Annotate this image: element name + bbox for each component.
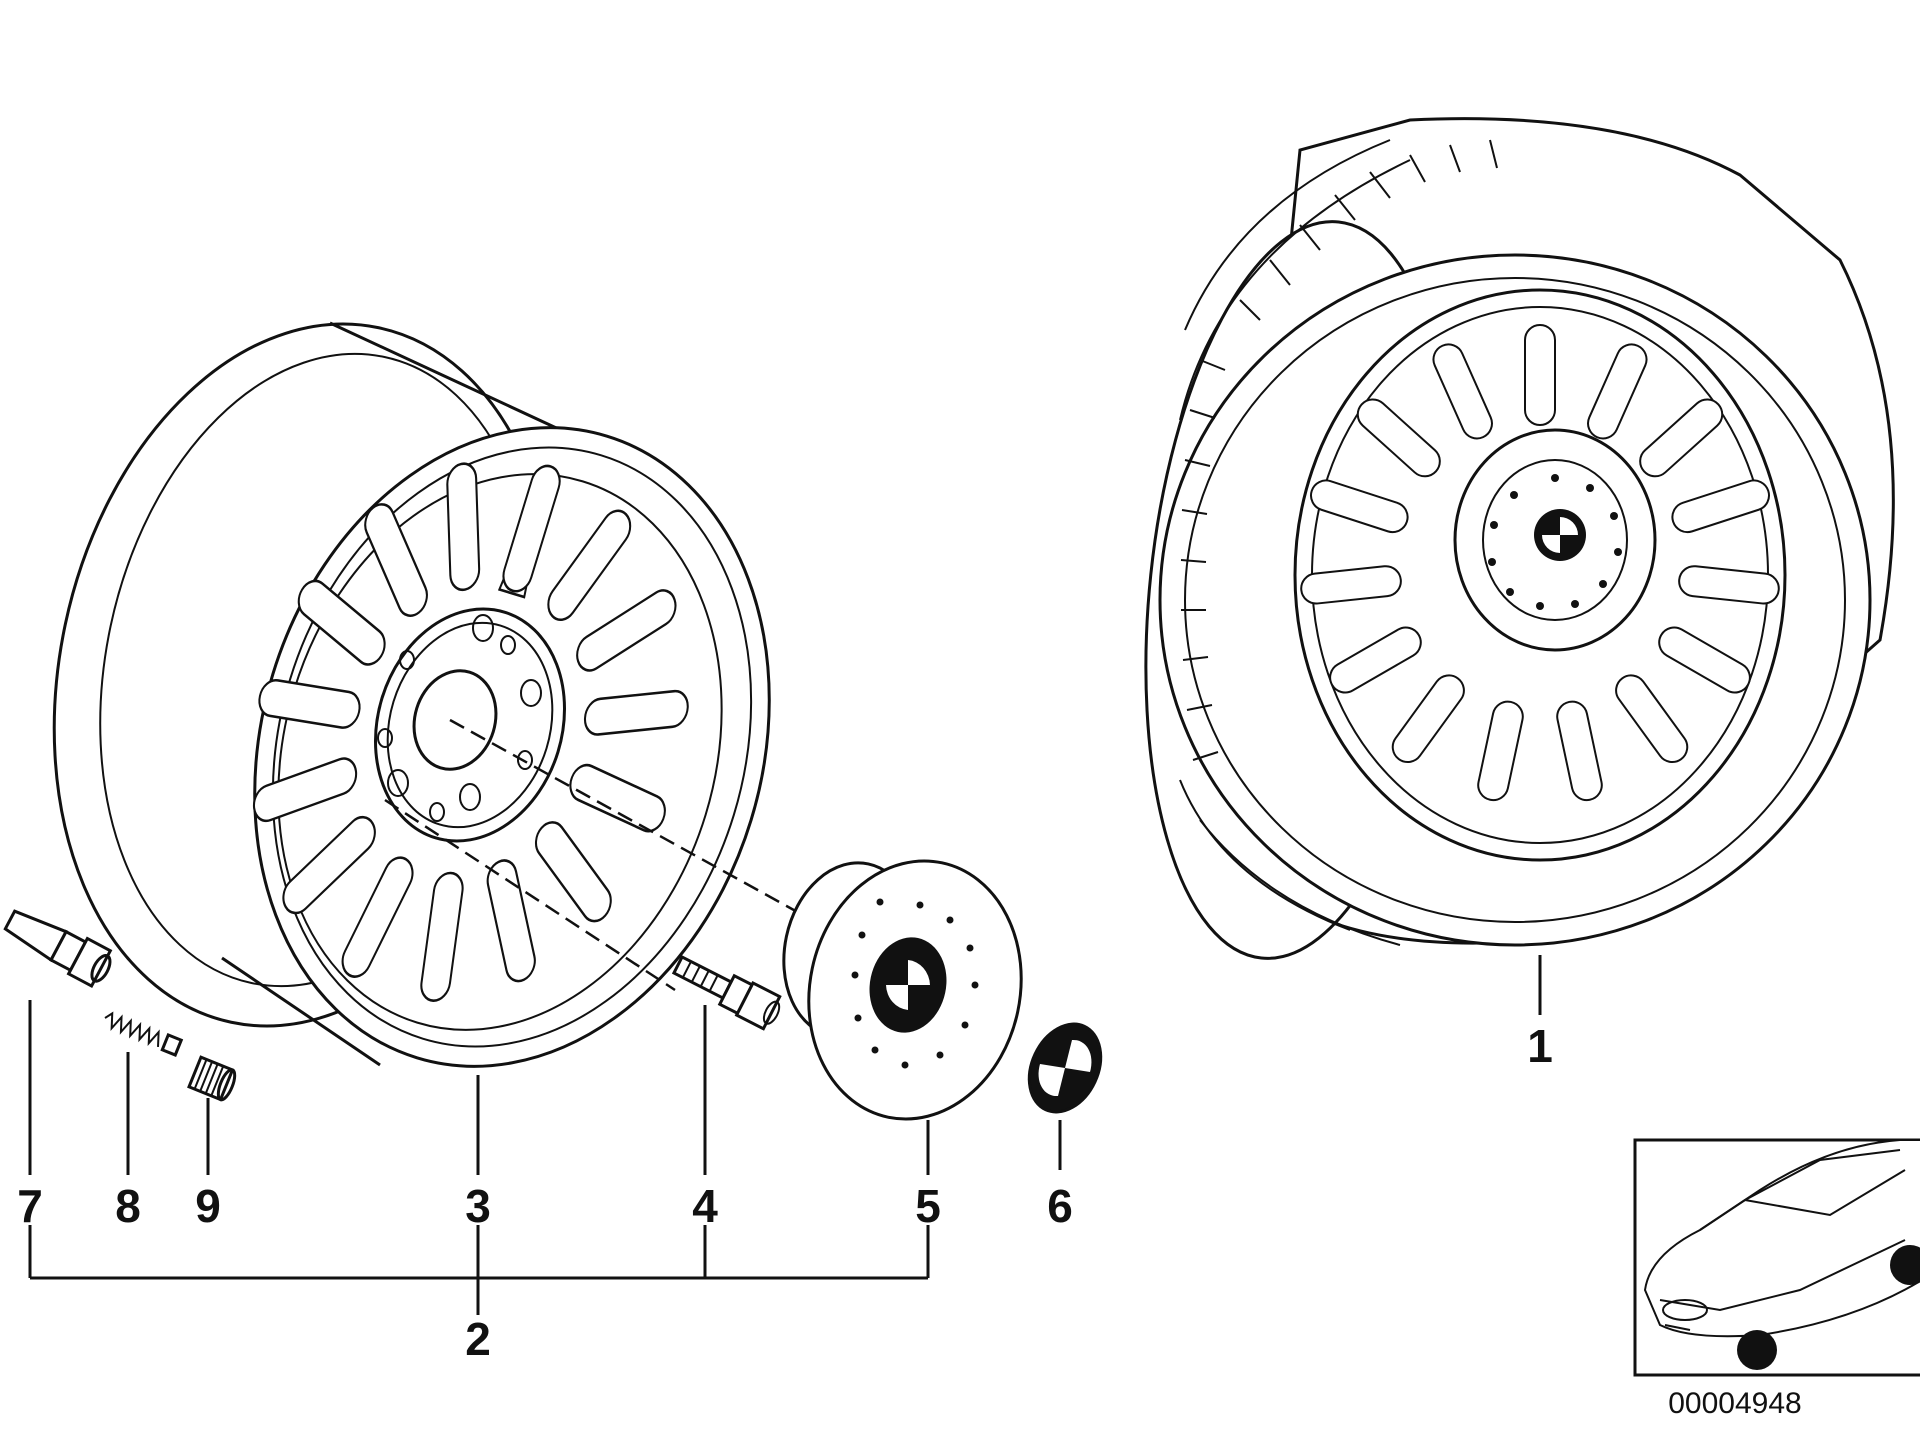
alloy-rim [52, 321, 771, 1068]
label-part-4: 4 [692, 1180, 718, 1232]
tyre-valve [3, 909, 113, 989]
leader-lines [28, 955, 1542, 1315]
hub-cap [782, 859, 1023, 1121]
label-part-5: 5 [915, 1180, 941, 1232]
label-part-7: 7 [17, 1180, 43, 1232]
document-number: 00004948 [1668, 1387, 1801, 1420]
hub-cap-logo-icon [869, 937, 947, 1033]
complete-wheel-with-tyre [1144, 117, 1895, 960]
wheel-bolt [671, 954, 782, 1031]
wheel-emblem [1027, 1022, 1103, 1114]
label-part-8: 8 [115, 1180, 141, 1232]
label-part-6: 6 [1047, 1180, 1073, 1232]
label-part-9: 9 [195, 1180, 221, 1232]
label-part-1: 1 [1527, 1020, 1553, 1072]
valve-cap [187, 1055, 237, 1102]
car-position-icon [1633, 1138, 1920, 1377]
label-part-3: 3 [465, 1180, 491, 1232]
roundel-logo-icon [1534, 509, 1586, 561]
label-part-2: 2 [465, 1313, 491, 1365]
valve-core [104, 1011, 184, 1057]
